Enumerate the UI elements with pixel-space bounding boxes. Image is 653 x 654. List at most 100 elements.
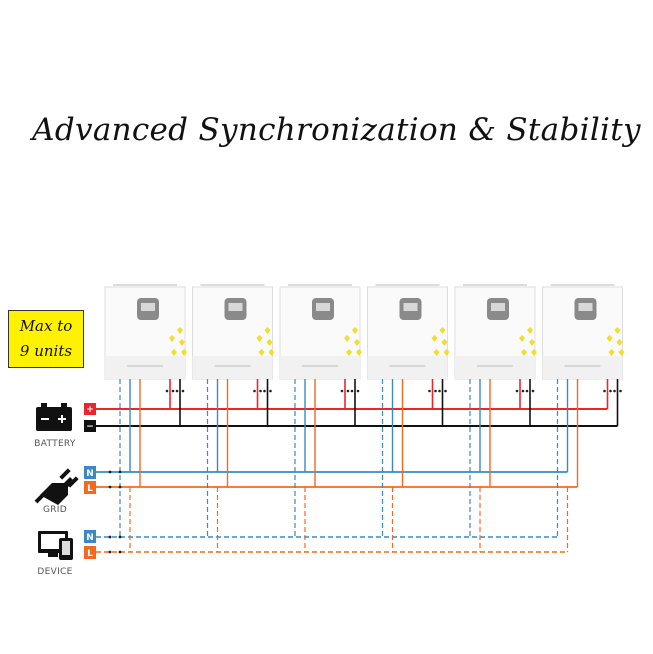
device-icon: [38, 531, 73, 560]
inverter-unit: [367, 284, 450, 380]
decor-leaf: [616, 339, 623, 346]
connector-dot: [269, 389, 272, 393]
inverter-screen: [228, 303, 243, 311]
inverter-base: [367, 356, 448, 379]
decor-leaf: [344, 335, 350, 342]
inverter-base: [542, 356, 623, 379]
inverter-base: [192, 356, 273, 379]
decor-leaf: [439, 327, 446, 334]
terminal-dot: [118, 470, 122, 474]
badge-line-2: 9 units: [19, 342, 73, 360]
inverter-unit: [192, 284, 275, 380]
device-label: DEVICE: [37, 567, 72, 577]
decor-leaf: [352, 327, 358, 334]
terminal-dot: [108, 550, 112, 554]
connector-dot: [438, 389, 441, 393]
inverter-unit: [542, 284, 625, 380]
decor-leaf: [441, 339, 448, 346]
connector-dot: [346, 389, 350, 393]
grid-label: GRID: [43, 505, 67, 515]
decor-leaf: [443, 349, 450, 356]
decor-leaf: [266, 339, 273, 346]
decor-leaf: [181, 349, 187, 356]
connector-dot: [619, 389, 622, 393]
connector-dot: [181, 389, 185, 393]
inverter-screen: [578, 303, 593, 311]
decor-leaf: [258, 349, 265, 356]
connector-dot: [356, 389, 360, 393]
decor-leaf: [614, 327, 621, 334]
inverter-screen: [316, 303, 330, 311]
terminal-dot: [118, 550, 122, 554]
grid-source: GRID N L: [34, 466, 96, 515]
grid-neutral-terminal: [84, 466, 96, 479]
decor-leaf: [606, 335, 613, 342]
decor-leaf: [169, 335, 175, 342]
connector-dot: [350, 389, 354, 393]
decor-leaf: [529, 339, 535, 346]
device-line-terminal: [84, 546, 96, 559]
connector-dot: [340, 389, 344, 393]
connector-dot: [263, 389, 266, 393]
decor-leaf: [618, 349, 625, 356]
max-units-badge: Max to 9 units: [8, 310, 84, 368]
decor-leaf: [531, 349, 537, 356]
connector-dot: [428, 389, 431, 393]
battery-positive-terminal: [84, 403, 96, 415]
terminal-dot: [118, 535, 122, 539]
decor-leaf: [521, 349, 527, 356]
connector-dot: [525, 389, 529, 393]
device-neutral-symbol: N: [86, 533, 94, 543]
connector-dot: [444, 389, 447, 393]
decor-leaf: [177, 327, 183, 334]
inverter-screen: [403, 303, 418, 311]
decor-leaf: [433, 349, 440, 356]
battery-negative-terminal: [84, 420, 96, 432]
terminal-dot: [118, 485, 122, 489]
connector-dot: [515, 389, 519, 393]
connector-dot: [434, 389, 437, 393]
inverter-unit: [454, 284, 537, 380]
terminal-dot: [108, 535, 112, 539]
connector-dot: [175, 389, 179, 393]
decor-leaf: [519, 335, 525, 342]
decor-leaf: [354, 339, 360, 346]
connector-dot: [603, 389, 606, 393]
power-plug-icon: [34, 468, 79, 505]
inverter-base: [455, 356, 535, 379]
connector-dot: [165, 389, 169, 393]
terminal-dot: [108, 470, 112, 474]
wiring-group: [96, 379, 622, 554]
battery-icon: [36, 403, 72, 431]
decor-leaf: [264, 327, 271, 334]
battery-positive-symbol: +: [86, 405, 94, 415]
badge-line-1: Max to: [19, 317, 73, 335]
device-neutral-terminal: [84, 530, 96, 543]
inverter-screen: [491, 303, 505, 311]
battery-label: BATTERY: [34, 439, 76, 449]
connector-dot: [521, 389, 525, 393]
terminal-dot: [108, 485, 112, 489]
decor-leaf: [608, 349, 615, 356]
connector-dot: [613, 389, 616, 393]
connector-dot: [609, 389, 612, 393]
inverter-row: [104, 284, 625, 380]
inverter-base: [280, 356, 360, 379]
device-source: DEVICE N L: [37, 530, 96, 577]
device-line-symbol: L: [87, 549, 93, 559]
inverter-screen: [141, 303, 155, 311]
decor-leaf: [171, 349, 177, 356]
page-title: Advanced Synchronization & Stability: [32, 112, 641, 148]
grid-line-terminal: [84, 481, 96, 494]
inverter-base: [105, 356, 185, 379]
inverter-unit: [104, 284, 187, 380]
connector-dot: [171, 389, 175, 393]
grid-line-symbol: L: [87, 484, 93, 494]
battery-negative-symbol: −: [86, 422, 94, 432]
decor-leaf: [268, 349, 275, 356]
decor-leaf: [346, 349, 352, 356]
decor-leaf: [527, 327, 533, 334]
connector-dot: [531, 389, 535, 393]
connector-dot: [253, 389, 256, 393]
